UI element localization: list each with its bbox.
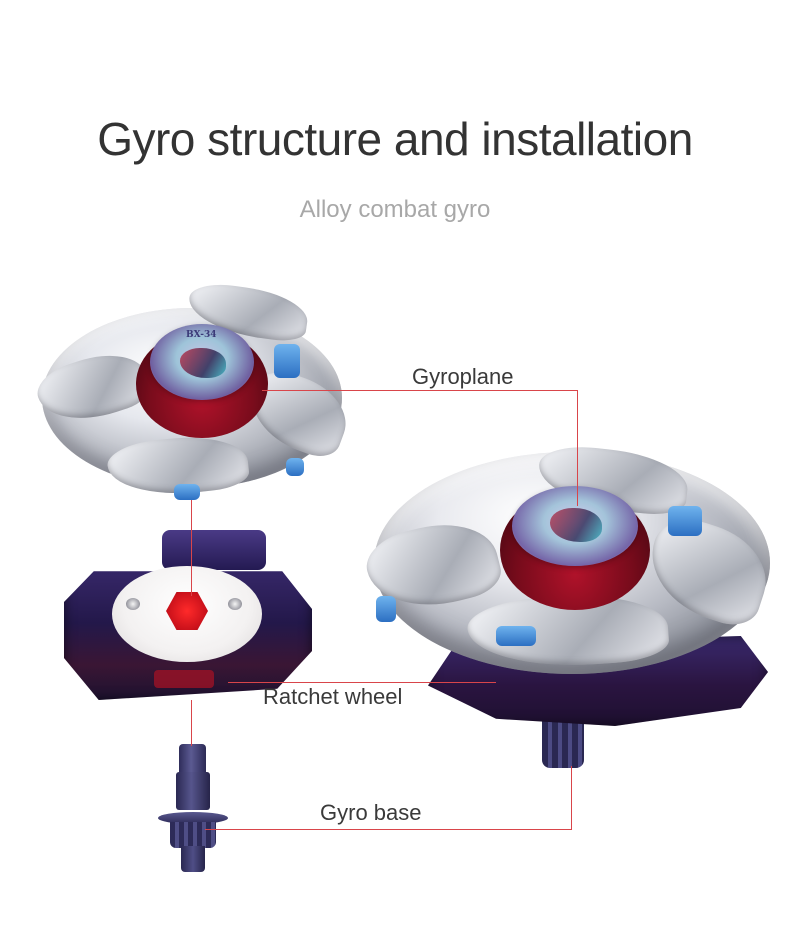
base-flange (158, 812, 228, 824)
gyroplane-emblem-disc: BX-34 (150, 324, 254, 400)
ratchet-wheel-label: Ratchet wheel (263, 684, 403, 709)
assembly-axis-line (191, 700, 192, 746)
base-shaft-mid (176, 772, 210, 810)
gyroplane-code: BX-34 (186, 330, 217, 340)
gyroplane-blue-insert (286, 458, 304, 476)
assembled-blue-insert (376, 596, 396, 622)
page-title: Gyro structure and installation (97, 113, 693, 165)
gyroplane-blue-insert (274, 344, 300, 378)
gyroplane-image: BX-34 (31, 279, 357, 508)
assembly-axis-line (191, 500, 192, 596)
gyro-base-label: Gyro base (320, 800, 422, 825)
ratchet-wheel-callout-line (228, 682, 496, 683)
ratchet-white-plate (112, 566, 262, 662)
screw-icon (228, 598, 242, 610)
gyroplane-label: Gyroplane (412, 364, 514, 389)
emblem-art (550, 508, 602, 542)
screw-icon (126, 598, 140, 610)
ratchet-wheel-image (64, 530, 314, 700)
assembled-gyro-image (360, 442, 779, 776)
gyro-base-callout-line (205, 829, 572, 830)
base-shaft-top (179, 744, 206, 774)
ratchet-center-hole (166, 592, 208, 630)
assembled-blue-insert (668, 506, 702, 536)
assembled-blue-insert (496, 626, 536, 646)
base-tip (181, 846, 205, 872)
assembled-emblem-disc (512, 486, 638, 566)
gyro-base-callout-line (571, 766, 572, 830)
gyro-base-image (158, 744, 228, 874)
base-gear (170, 822, 216, 848)
gyroplane-callout-line (577, 390, 578, 506)
emblem-art (180, 348, 226, 378)
ratchet-tab (162, 530, 266, 570)
page-subtitle: Alloy combat gyro (299, 196, 491, 223)
ratchet-red-inner (154, 670, 214, 688)
gyroplane-blue-insert (174, 484, 200, 500)
gyroplane-callout-line (262, 390, 578, 391)
